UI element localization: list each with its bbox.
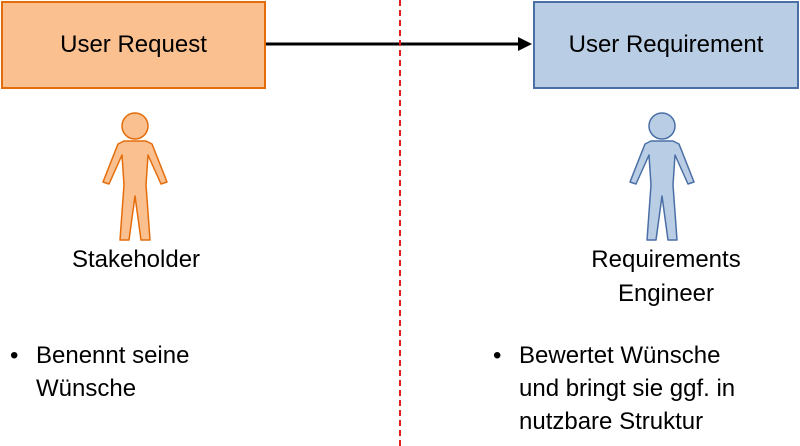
requirements-engineer-label: Requirements Engineer <box>591 246 741 307</box>
vertical-divider <box>399 0 401 446</box>
stakeholder-person-icon <box>102 112 168 241</box>
engineer-bullet-text: Bewertet Wünsche und bringt sie ggf. in … <box>519 342 736 435</box>
user-request-label: User Request <box>60 31 207 58</box>
arrow-right-icon <box>518 37 532 51</box>
user-requirement-label: User Requirement <box>568 31 764 58</box>
user-request-box: User Request <box>1 1 266 89</box>
bullet-icon: • <box>10 342 19 369</box>
stakeholder-bullet-text: Benennt seine Wünsche <box>36 342 190 402</box>
stakeholder-label: Stakeholder <box>71 246 201 273</box>
user-requirement-box: User Requirement <box>533 1 799 89</box>
requirements-engineer-person-icon <box>629 112 695 241</box>
bullet-icon: • <box>493 342 502 369</box>
